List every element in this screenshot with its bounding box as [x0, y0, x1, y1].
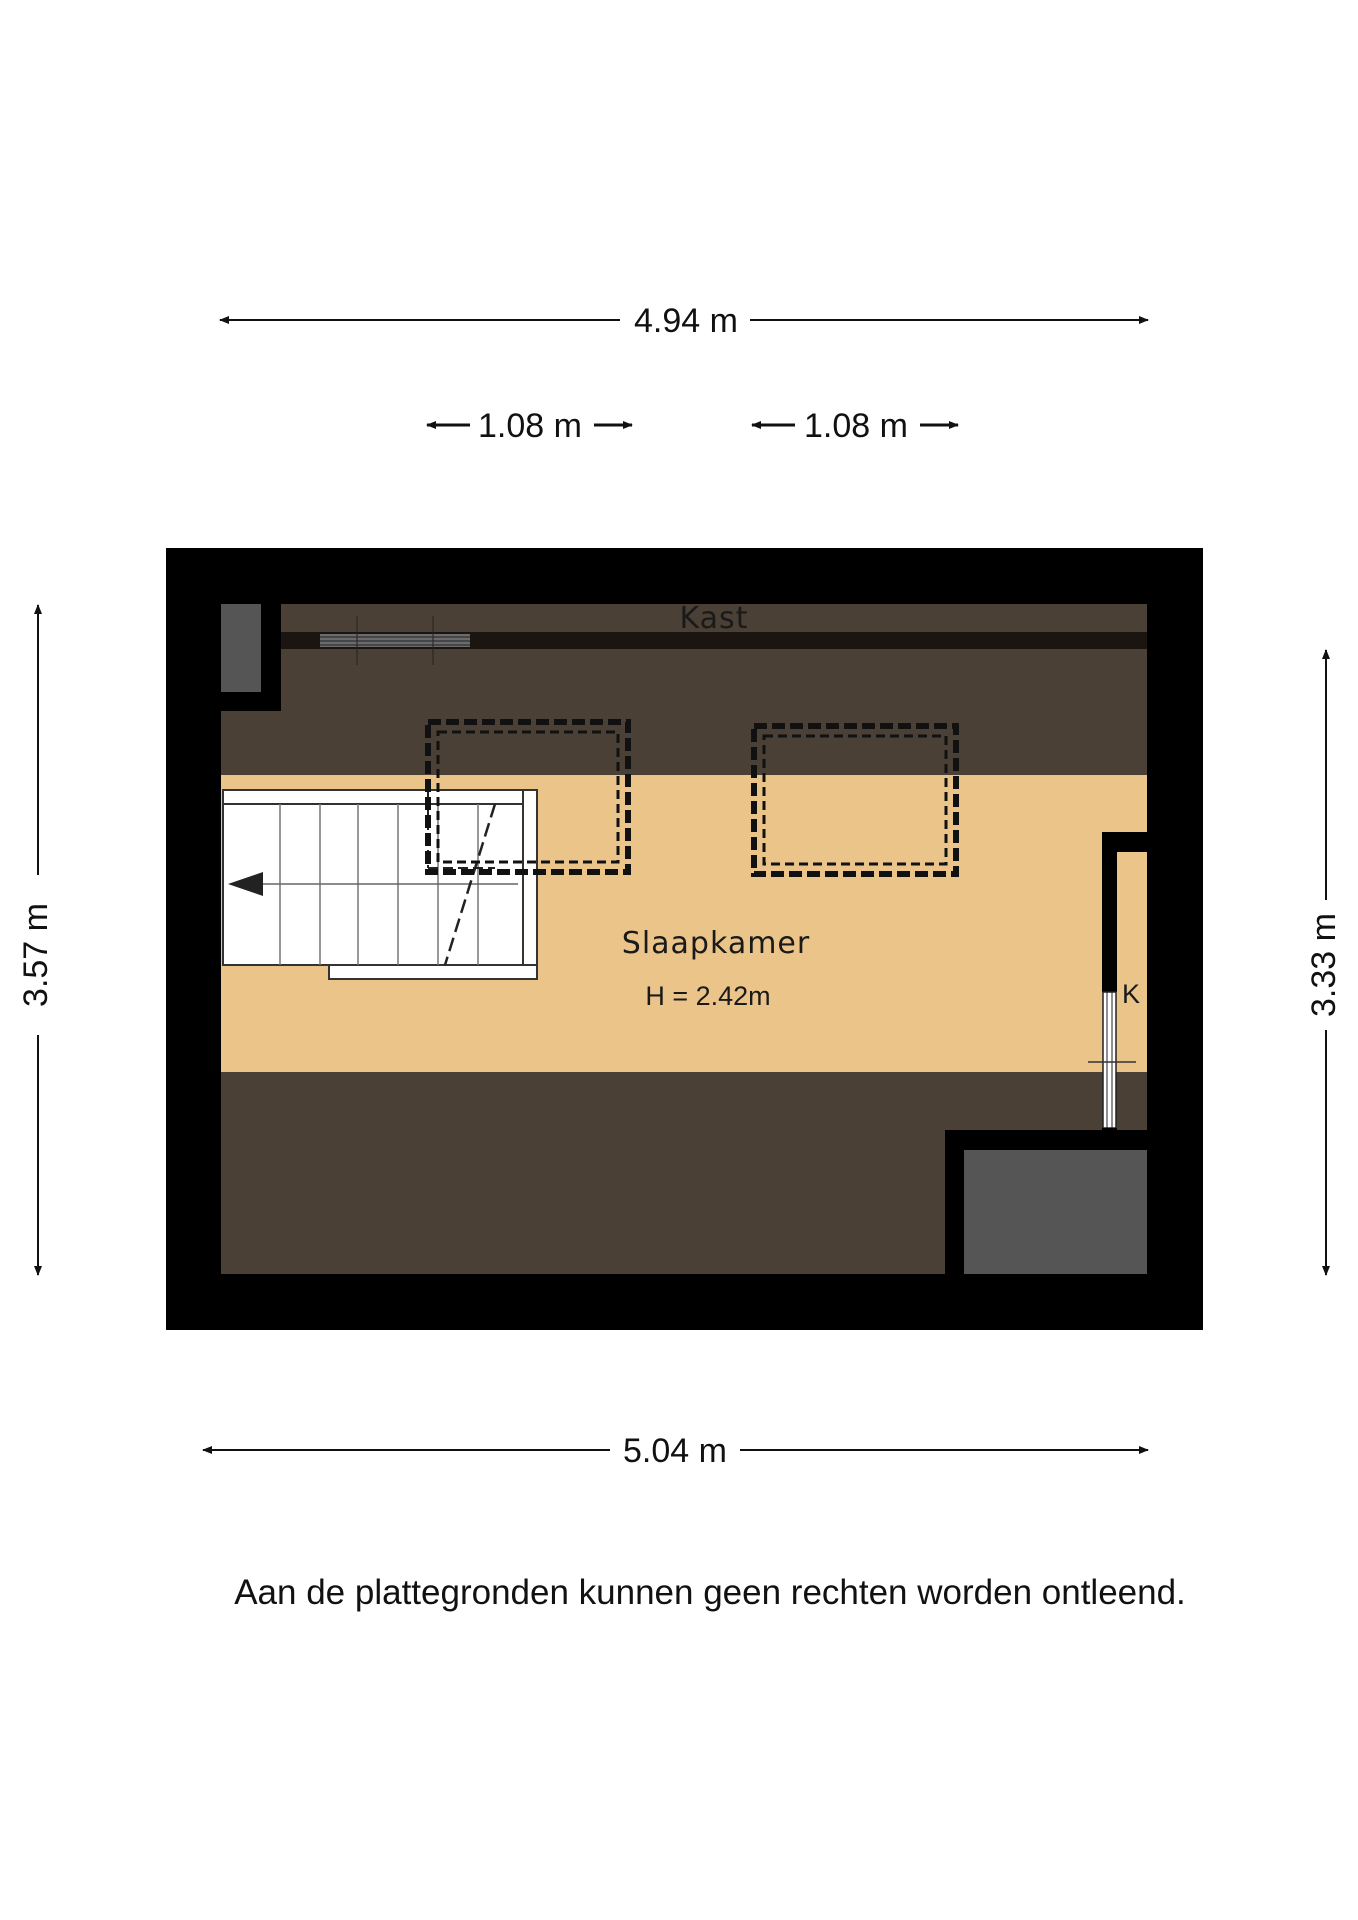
stair-direction-arrow-icon: [228, 872, 263, 896]
dimension-top-total: 4.94 m: [219, 302, 1149, 340]
dimension-label: 3.33 m: [1305, 913, 1343, 1017]
closet-partition: [281, 616, 1147, 665]
staircase: [222, 789, 538, 980]
dimension-window-right: 1.08 m: [751, 407, 959, 445]
shaft: [221, 604, 261, 692]
dimension-label: 5.04 m: [623, 1432, 727, 1470]
chimney: [964, 1150, 1147, 1274]
small-closet-label: K: [1122, 979, 1140, 1009]
dimension-label: 4.94 m: [634, 302, 738, 340]
dimension-label: 1.08 m: [478, 407, 582, 445]
dimension-label: 3.57 m: [17, 903, 55, 1007]
disclaimer-text: Aan de plattegronden kunnen geen rechten…: [234, 1573, 1186, 1612]
roof-window-right: [751, 723, 959, 877]
dimension-bottom-total: 5.04 m: [202, 1432, 1149, 1470]
dimension-right-height: 3.33 m: [1305, 649, 1343, 1276]
dimension-left-height: 3.57 m: [17, 604, 55, 1276]
room-name: Slaapkamer: [622, 926, 810, 961]
small-closet: [1088, 832, 1147, 1148]
room-height: H = 2.42m: [645, 981, 770, 1011]
dimension-window-left: 1.08 m: [426, 407, 633, 445]
closet-label: Kast: [680, 601, 749, 636]
roof-window-left: [425, 719, 631, 875]
dimension-label: 1.08 m: [804, 407, 908, 445]
